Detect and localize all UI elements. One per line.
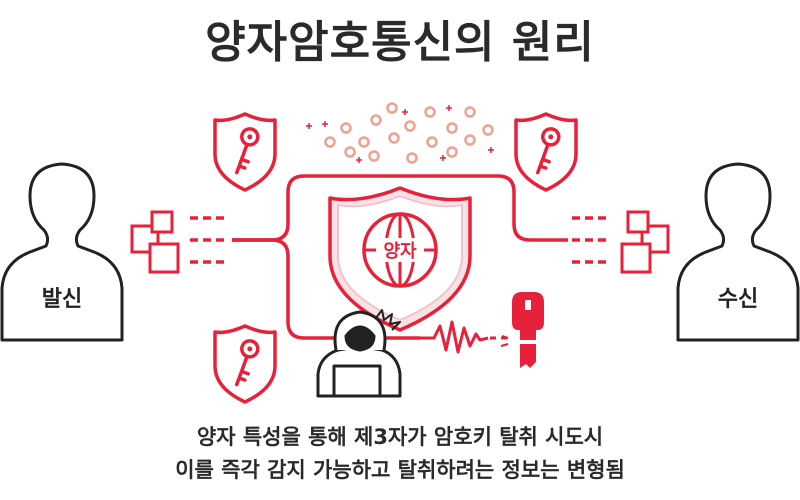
page-title: 양자암호통신의 원리: [205, 17, 595, 68]
key-shield-icon: [213, 112, 277, 192]
caption-line-1: 양자 특성을 통해 제3자가 암호키 탈취 시도시: [196, 425, 604, 449]
data-packet-icon: [130, 210, 180, 274]
sender-label: 발신: [42, 287, 82, 312]
left-data-stream: [190, 216, 228, 264]
person-icon: [676, 162, 800, 342]
broken-key-icon: [500, 292, 544, 368]
receiver-label: 수신: [718, 287, 758, 312]
quantum-particles: [324, 102, 494, 164]
right-data-stream: [572, 216, 610, 264]
key-shield-icon: [213, 324, 277, 404]
center-shield-label: 양자: [383, 241, 417, 262]
quantum-plus-marks: [306, 105, 494, 163]
key-shield-icon: [514, 112, 578, 192]
circuit-lines: [232, 174, 568, 340]
data-packet-icon: [620, 210, 670, 274]
quantum-globe-shield-icon: 양자: [328, 186, 472, 332]
person-icon: [0, 162, 124, 342]
caption-line-2: 이를 즉각 감지 가능하고 탈취하려는 정보는 변형됨: [175, 458, 625, 482]
interference-signal: [420, 320, 510, 354]
hacker-icon: [316, 309, 402, 398]
